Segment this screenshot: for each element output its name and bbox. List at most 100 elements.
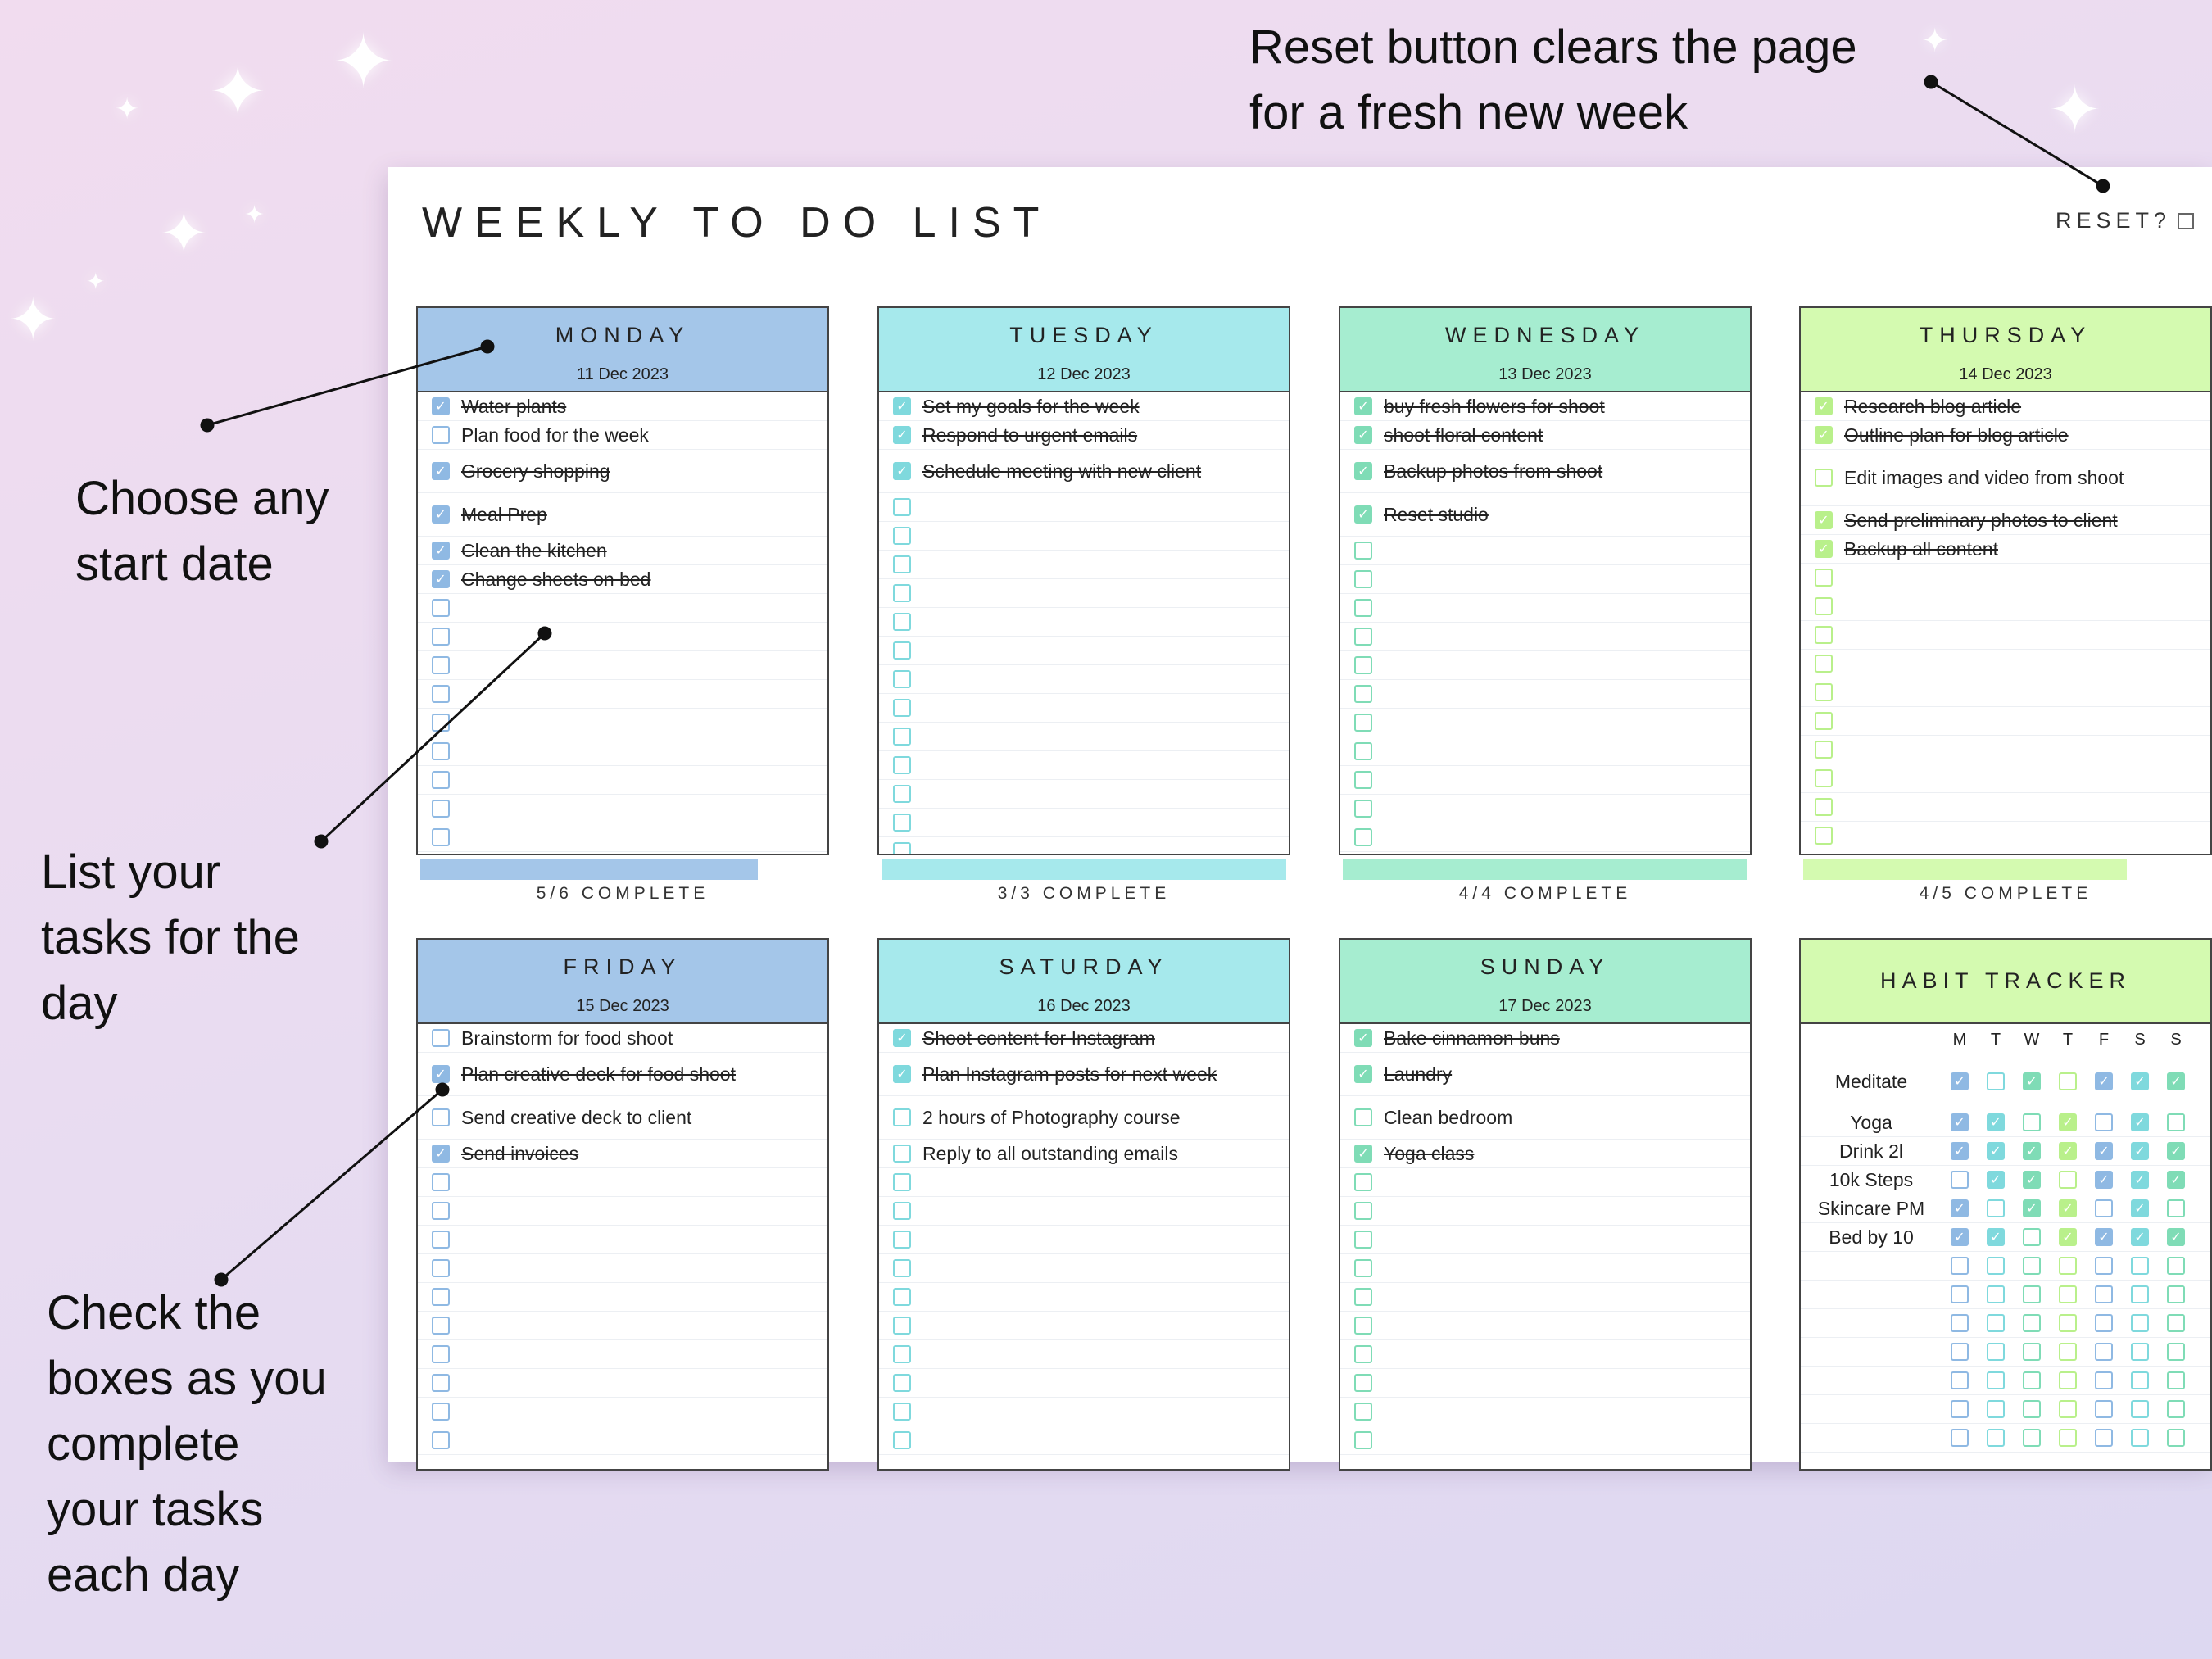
habit-checkbox[interactable] (2059, 1429, 2077, 1447)
task-checkbox[interactable] (1354, 714, 1372, 732)
task-text[interactable]: Clean the kitchen (461, 540, 607, 561)
task-checkbox[interactable]: ✓ (432, 570, 450, 588)
task-checkbox[interactable]: ✓ (432, 462, 450, 480)
task-checkbox[interactable] (1815, 827, 1833, 845)
habit-checkbox[interactable] (2023, 1371, 2041, 1389)
task-checkbox[interactable] (893, 756, 911, 774)
task-checkbox[interactable] (893, 1317, 911, 1335)
habit-checkbox[interactable] (2059, 1400, 2077, 1418)
task-checkbox[interactable] (893, 699, 911, 717)
habit-checkbox[interactable]: ✓ (2095, 1072, 2113, 1090)
task-checkbox[interactable] (1354, 656, 1372, 674)
task-text[interactable]: Schedule meeting with new client (922, 460, 1201, 482)
task-checkbox[interactable] (1354, 685, 1372, 703)
task-checkbox[interactable]: ✓ (432, 397, 450, 415)
habit-checkbox[interactable] (2059, 1257, 2077, 1275)
task-checkbox[interactable] (1354, 828, 1372, 846)
task-checkbox[interactable] (432, 1431, 450, 1449)
task-checkbox[interactable] (432, 685, 450, 703)
habit-checkbox[interactable]: ✓ (2095, 1228, 2113, 1246)
task-checkbox[interactable] (893, 670, 911, 688)
task-checkbox[interactable] (432, 628, 450, 646)
task-checkbox[interactable] (432, 742, 450, 760)
task-text[interactable]: Brainstorm for food shoot (461, 1027, 673, 1049)
task-text[interactable]: Grocery shopping (461, 460, 610, 482)
task-checkbox[interactable] (1354, 1374, 1372, 1392)
habit-checkbox[interactable]: ✓ (1987, 1228, 2005, 1246)
habit-checkbox[interactable] (2023, 1429, 2041, 1447)
habit-name[interactable]: 10k Steps (1801, 1169, 1942, 1191)
task-checkbox[interactable] (893, 527, 911, 545)
task-checkbox[interactable] (1354, 1403, 1372, 1421)
habit-checkbox[interactable] (2023, 1257, 2041, 1275)
task-checkbox[interactable]: ✓ (893, 426, 911, 444)
habit-checkbox[interactable] (2095, 1314, 2113, 1332)
task-checkbox[interactable]: ✓ (1354, 426, 1372, 444)
task-checkbox[interactable] (1354, 742, 1372, 760)
task-checkbox[interactable]: ✓ (432, 1145, 450, 1163)
task-checkbox[interactable]: ✓ (1354, 462, 1372, 480)
habit-checkbox[interactable] (1951, 1343, 1969, 1361)
task-checkbox[interactable] (432, 1288, 450, 1306)
habit-checkbox[interactable] (2167, 1314, 2185, 1332)
habit-checkbox[interactable]: ✓ (1951, 1199, 1969, 1217)
task-checkbox[interactable] (1815, 655, 1833, 673)
task-text[interactable]: Backup all content (1844, 538, 1998, 560)
task-text[interactable]: Change sheets on bed (461, 569, 650, 590)
habit-checkbox[interactable]: ✓ (1951, 1072, 1969, 1090)
task-checkbox[interactable] (893, 1345, 911, 1363)
task-checkbox[interactable] (1354, 1288, 1372, 1306)
habit-checkbox[interactable] (2059, 1171, 2077, 1189)
habit-checkbox[interactable]: ✓ (2023, 1142, 2041, 1160)
task-text[interactable]: Reset studio (1384, 504, 1489, 525)
habit-checkbox[interactable] (2167, 1113, 2185, 1131)
task-checkbox[interactable] (1815, 597, 1833, 615)
task-checkbox[interactable]: ✓ (432, 505, 450, 524)
habit-checkbox[interactable] (2095, 1400, 2113, 1418)
task-checkbox[interactable] (893, 1202, 911, 1220)
habit-checkbox[interactable] (1951, 1371, 1969, 1389)
task-checkbox[interactable] (432, 1202, 450, 1220)
habit-checkbox[interactable]: ✓ (2023, 1199, 2041, 1217)
task-checkbox[interactable] (893, 728, 911, 746)
task-text[interactable]: Respond to urgent emails (922, 424, 1137, 446)
task-checkbox[interactable] (432, 1108, 450, 1126)
habit-checkbox[interactable] (2167, 1343, 2185, 1361)
task-checkbox[interactable] (1354, 542, 1372, 560)
habit-checkbox[interactable] (2059, 1072, 2077, 1090)
task-checkbox[interactable] (893, 584, 911, 602)
task-text[interactable]: Set my goals for the week (922, 396, 1140, 417)
habit-name[interactable]: Drink 2l (1801, 1140, 1942, 1163)
habit-checkbox[interactable] (2167, 1285, 2185, 1303)
task-checkbox[interactable] (893, 814, 911, 832)
task-text[interactable]: Shoot content for Instagram (922, 1027, 1155, 1049)
habit-checkbox[interactable] (2095, 1113, 2113, 1131)
habit-checkbox[interactable] (2131, 1343, 2149, 1361)
task-checkbox[interactable] (1815, 798, 1833, 816)
task-checkbox[interactable] (1354, 1259, 1372, 1277)
task-checkbox[interactable] (1354, 1231, 1372, 1249)
task-checkbox[interactable] (893, 1108, 911, 1126)
task-checkbox[interactable] (1354, 599, 1372, 617)
habit-checkbox[interactable]: ✓ (2131, 1113, 2149, 1131)
task-checkbox[interactable]: ✓ (432, 1065, 450, 1083)
habit-checkbox[interactable] (2131, 1314, 2149, 1332)
task-checkbox[interactable] (432, 800, 450, 818)
habit-checkbox[interactable]: ✓ (2059, 1199, 2077, 1217)
day-date-field[interactable]: 15 Dec 2023 (418, 997, 827, 1016)
habit-checkbox[interactable]: ✓ (1951, 1113, 1969, 1131)
day-date-field[interactable]: 11 Dec 2023 (418, 365, 827, 384)
habit-checkbox[interactable] (2095, 1285, 2113, 1303)
habit-checkbox[interactable] (2167, 1429, 2185, 1447)
habit-checkbox[interactable]: ✓ (1987, 1113, 2005, 1131)
habit-checkbox[interactable] (2023, 1314, 2041, 1332)
habit-checkbox[interactable] (2059, 1285, 2077, 1303)
task-text[interactable]: Send creative deck to client (461, 1107, 691, 1128)
task-checkbox[interactable] (432, 771, 450, 789)
task-text[interactable]: Clean bedroom (1384, 1107, 1512, 1128)
task-text[interactable]: Send preliminary photos to client (1844, 510, 2118, 531)
task-checkbox[interactable] (1815, 769, 1833, 787)
habit-checkbox[interactable]: ✓ (1951, 1142, 1969, 1160)
task-checkbox[interactable] (432, 1259, 450, 1277)
habit-checkbox[interactable]: ✓ (2131, 1199, 2149, 1217)
